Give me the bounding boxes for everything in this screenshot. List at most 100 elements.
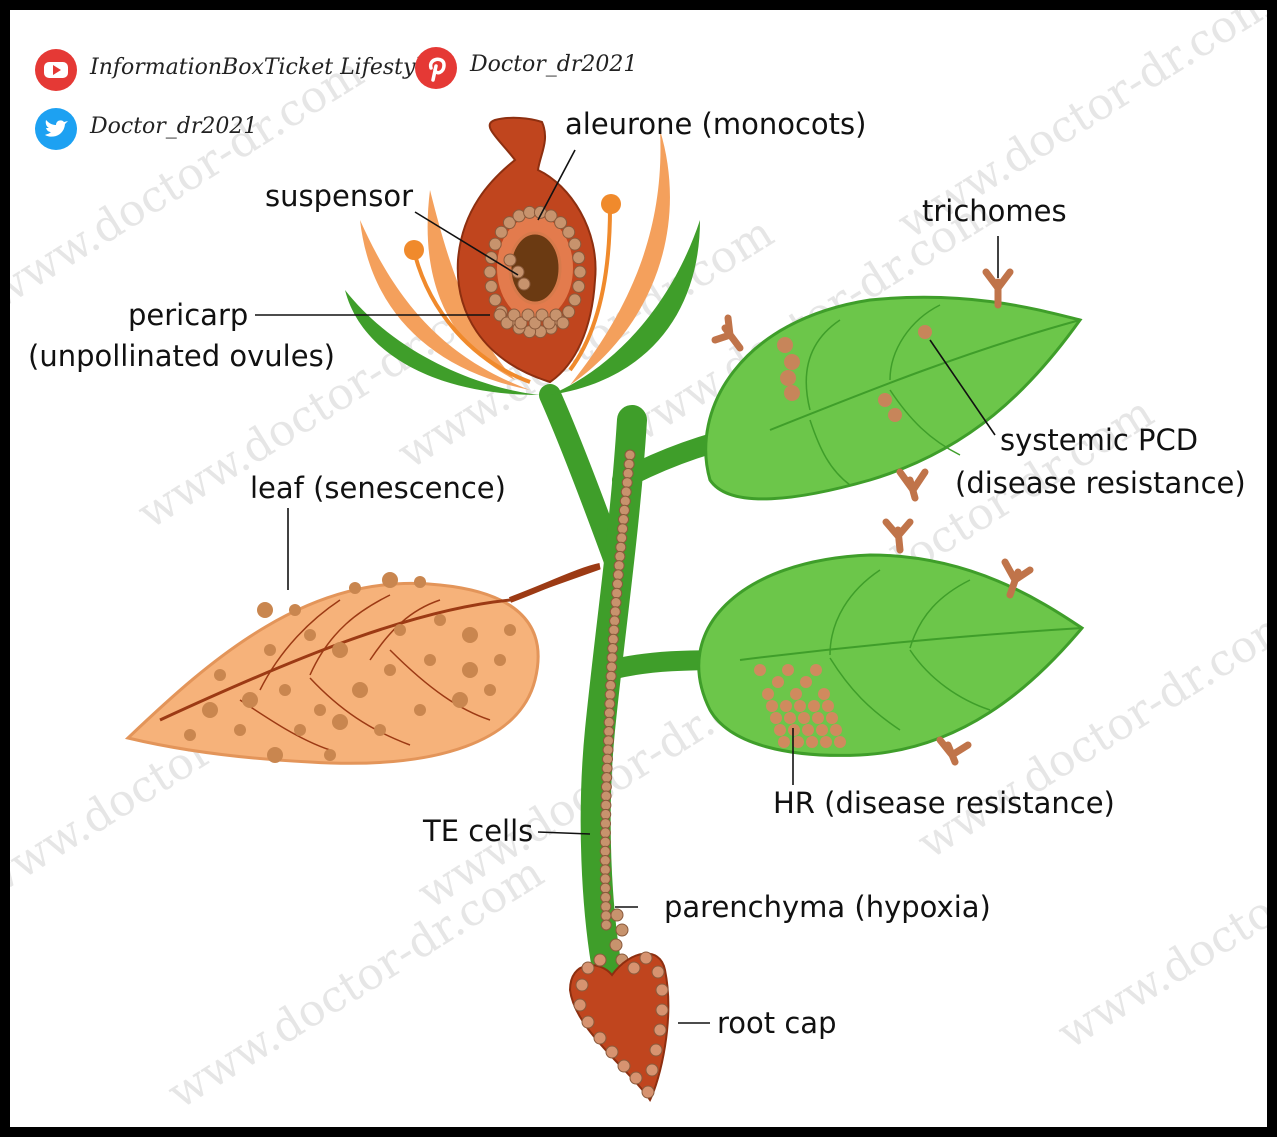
cell-dot — [600, 818, 611, 830]
plant-pcd-illustration: www.doctor-dr.com www.doctor-dr.com www.… — [10, 10, 1267, 1119]
cell-dot — [620, 486, 632, 498]
cell-dot — [806, 736, 818, 748]
cell-dot — [772, 676, 784, 688]
cell-dot — [434, 614, 446, 626]
label-pericarp-note: (unpollinated ovules) — [28, 339, 335, 373]
cell-dot — [572, 279, 586, 293]
cell-dot — [600, 910, 612, 922]
cell-dot — [762, 688, 774, 700]
cell-dot — [649, 1043, 663, 1057]
cell-dot — [494, 225, 508, 239]
cell-dot — [651, 965, 665, 979]
root-cap — [568, 951, 670, 1102]
cell-dot — [484, 279, 498, 293]
cell-dot — [294, 724, 306, 736]
cell-dot — [602, 744, 614, 756]
cell-dot — [617, 1059, 631, 1073]
cell-dot — [618, 504, 630, 516]
cell-dot — [621, 477, 633, 489]
twitter-icon[interactable] — [34, 107, 78, 151]
cell-dot — [503, 253, 517, 267]
cell-dot — [332, 642, 348, 658]
cell-dot — [600, 799, 612, 811]
cell-dot — [603, 735, 614, 747]
cell-dot — [600, 919, 612, 931]
twitter-handle[interactable]: Doctor_dr2021 — [90, 114, 258, 139]
cell-dot — [554, 216, 568, 230]
cell-dot — [606, 652, 618, 664]
cell-dot — [424, 654, 436, 666]
cell-dot — [792, 736, 804, 748]
cell-dot — [349, 582, 361, 594]
cell-dot — [494, 654, 506, 666]
cell-dot — [641, 1085, 655, 1099]
cell-dot — [599, 855, 611, 866]
diagram-canvas: www.doctor-dr.com www.doctor-dr.com www.… — [10, 10, 1267, 1127]
upper-green-leaf — [704, 295, 1083, 501]
cell-dot — [601, 762, 613, 774]
cell-dot — [754, 664, 766, 676]
cell-dot — [774, 724, 786, 736]
cell-dot — [612, 578, 623, 590]
cell-dot — [304, 629, 316, 641]
cell-dot — [816, 724, 828, 736]
cell-dot — [602, 753, 613, 765]
cell-dot — [556, 316, 570, 330]
label-suspensor: suspensor — [265, 179, 414, 213]
cell-dot — [382, 572, 398, 588]
cell-dot — [810, 664, 822, 676]
cell-dot — [279, 684, 291, 696]
cell-dot — [624, 449, 636, 461]
cell-dot — [593, 1031, 607, 1045]
cell-dot — [374, 724, 386, 736]
cell-dot — [332, 714, 348, 730]
label-trichomes: trichomes — [922, 194, 1067, 228]
cell-dot — [562, 305, 576, 319]
cell-dot — [264, 644, 276, 656]
cell-dot — [599, 845, 611, 857]
cell-dot — [234, 724, 246, 736]
cell-dot — [452, 692, 468, 708]
cell-dot — [504, 624, 516, 636]
cell-dot — [605, 670, 617, 682]
cell-dot — [778, 736, 790, 748]
cell-dot — [645, 1063, 659, 1077]
cell-dot — [610, 597, 622, 608]
cell-dot — [610, 908, 624, 922]
cell-dot — [608, 624, 620, 636]
cell-dot — [600, 781, 612, 793]
senescent-leaf — [124, 563, 601, 765]
cell-dot — [575, 978, 589, 992]
cell-dot — [517, 277, 531, 291]
youtube-icon[interactable] — [34, 48, 78, 92]
label-leaf-senescence: leaf (senescence) — [250, 471, 506, 505]
cell-dot — [784, 712, 796, 724]
cell-dot — [324, 749, 336, 761]
cell-dot — [770, 712, 782, 724]
cell-dot — [488, 237, 502, 251]
cell-dot — [639, 951, 653, 965]
watermark-layer: www.doctor-dr.com www.doctor-dr.com www.… — [10, 10, 1267, 1119]
cell-dot — [573, 265, 587, 279]
cell-dot — [788, 724, 800, 736]
cell-dot — [629, 1071, 643, 1085]
cell-dot — [599, 864, 611, 876]
cell-dot — [766, 700, 778, 712]
pinterest-icon[interactable] — [414, 46, 458, 90]
cell-dot — [616, 532, 628, 544]
cell-dot — [614, 550, 626, 562]
cell-dot — [568, 293, 582, 307]
cell-dot — [615, 541, 627, 553]
pinterest-handle[interactable]: Doctor_dr2021 — [470, 52, 638, 77]
cell-dot — [544, 209, 558, 223]
youtube-channel-name[interactable]: InformationBoxTicket Lifestyles — [90, 55, 447, 80]
cell-dot — [830, 724, 842, 736]
cell-dot — [483, 265, 497, 279]
cell-dot — [568, 237, 582, 251]
cell-dot — [782, 664, 794, 676]
cell-dot — [605, 679, 617, 691]
cell-dot — [826, 712, 838, 724]
cell-dot — [834, 736, 846, 748]
cell-dot — [562, 225, 576, 239]
cell-dot — [599, 836, 611, 848]
